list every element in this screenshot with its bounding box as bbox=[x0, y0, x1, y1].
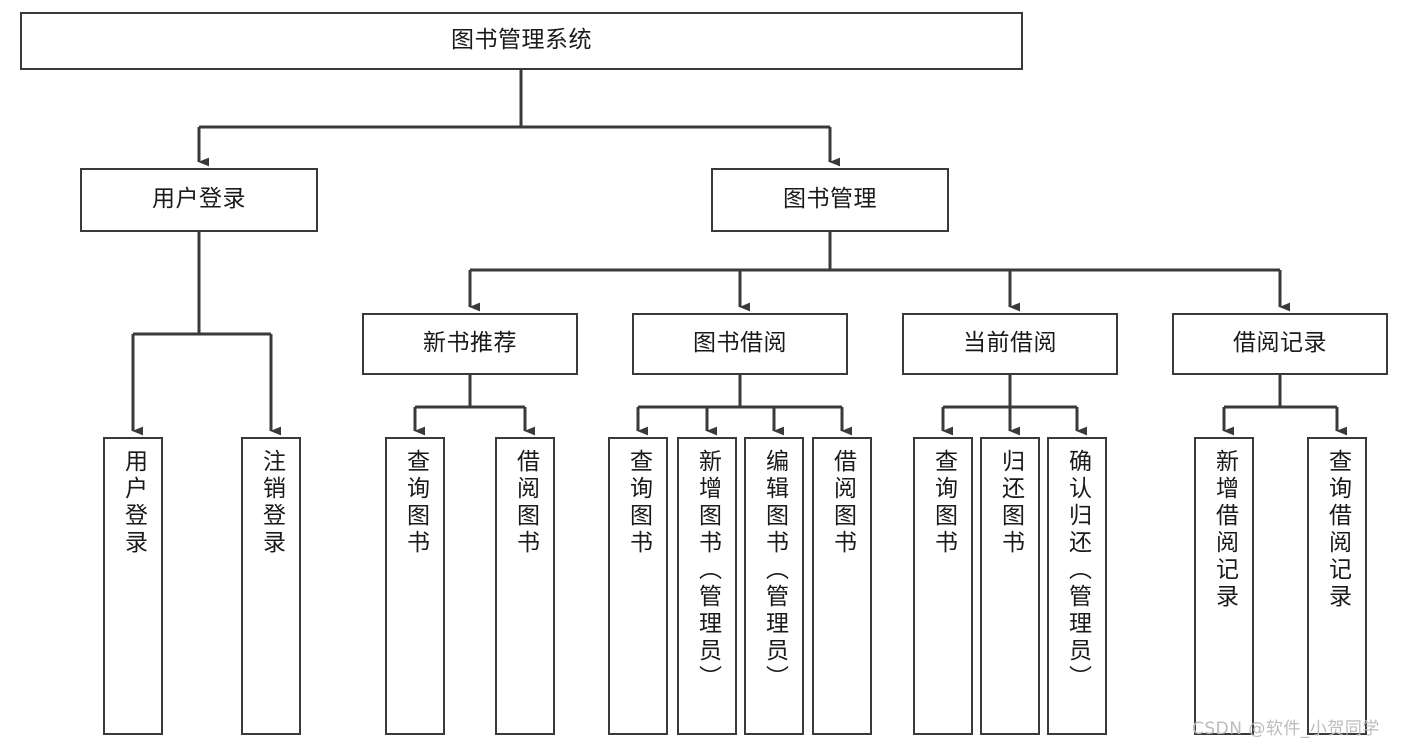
leaf-book-borrow-borrow-book[interactable]: 借阅图书 bbox=[812, 437, 872, 735]
leaf-user-login-logout[interactable]: 注销登录 bbox=[241, 437, 301, 735]
node-label: 图书管理系统 bbox=[451, 27, 592, 54]
node-label: 新增图书（管理员） bbox=[694, 449, 721, 692]
node-label: 借阅图书 bbox=[829, 449, 856, 557]
node-label: 新增借阅记录 bbox=[1211, 449, 1238, 611]
leaf-book-borrow-query-book[interactable]: 查询图书 bbox=[608, 437, 668, 735]
node-label: 借阅记录 bbox=[1233, 330, 1327, 357]
leaf-book-borrow-edit-book-admin[interactable]: 编辑图书（管理员） bbox=[744, 437, 804, 735]
node-user-login[interactable]: 用户登录 bbox=[80, 168, 318, 232]
csdn-watermark: CSDN @软件_小贺同学 bbox=[1192, 719, 1380, 739]
node-label: 注销登录 bbox=[258, 449, 285, 557]
leaf-user-login-login[interactable]: 用户登录 bbox=[103, 437, 163, 735]
leaf-book-borrow-add-book-admin[interactable]: 新增图书（管理员） bbox=[677, 437, 737, 735]
node-book-borrow[interactable]: 图书借阅 bbox=[632, 313, 848, 375]
node-label: 查询图书 bbox=[402, 449, 429, 557]
node-label: 图书借阅 bbox=[693, 330, 787, 357]
leaf-borrow-record-query-record[interactable]: 查询借阅记录 bbox=[1307, 437, 1367, 735]
node-label: 确认归还（管理员） bbox=[1064, 449, 1091, 692]
node-book-management[interactable]: 图书管理 bbox=[711, 168, 949, 232]
leaf-current-borrow-confirm-return-admin[interactable]: 确认归还（管理员） bbox=[1047, 437, 1107, 735]
node-label: 用户登录 bbox=[120, 449, 147, 557]
leaf-current-borrow-query-book[interactable]: 查询图书 bbox=[913, 437, 973, 735]
node-label: 借阅图书 bbox=[512, 449, 539, 557]
leaf-current-borrow-return-book[interactable]: 归还图书 bbox=[980, 437, 1040, 735]
leaf-new-book-query-book[interactable]: 查询图书 bbox=[385, 437, 445, 735]
node-current-borrow[interactable]: 当前借阅 bbox=[902, 313, 1118, 375]
node-label: 查询图书 bbox=[625, 449, 652, 557]
leaf-borrow-record-add-record[interactable]: 新增借阅记录 bbox=[1194, 437, 1254, 735]
node-borrow-record[interactable]: 借阅记录 bbox=[1172, 313, 1388, 375]
node-label: 当前借阅 bbox=[963, 330, 1057, 357]
node-label: 新书推荐 bbox=[423, 330, 517, 357]
node-label: 归还图书 bbox=[997, 449, 1024, 557]
node-label: 查询图书 bbox=[930, 449, 957, 557]
node-label: 编辑图书（管理员） bbox=[761, 449, 788, 692]
node-root-book-management-system[interactable]: 图书管理系统 bbox=[20, 12, 1023, 70]
node-label: 用户登录 bbox=[152, 186, 246, 213]
node-label: 图书管理 bbox=[783, 186, 877, 213]
leaf-new-book-borrow-book[interactable]: 借阅图书 bbox=[495, 437, 555, 735]
node-new-book-recommend[interactable]: 新书推荐 bbox=[362, 313, 578, 375]
node-label: 查询借阅记录 bbox=[1324, 449, 1351, 611]
